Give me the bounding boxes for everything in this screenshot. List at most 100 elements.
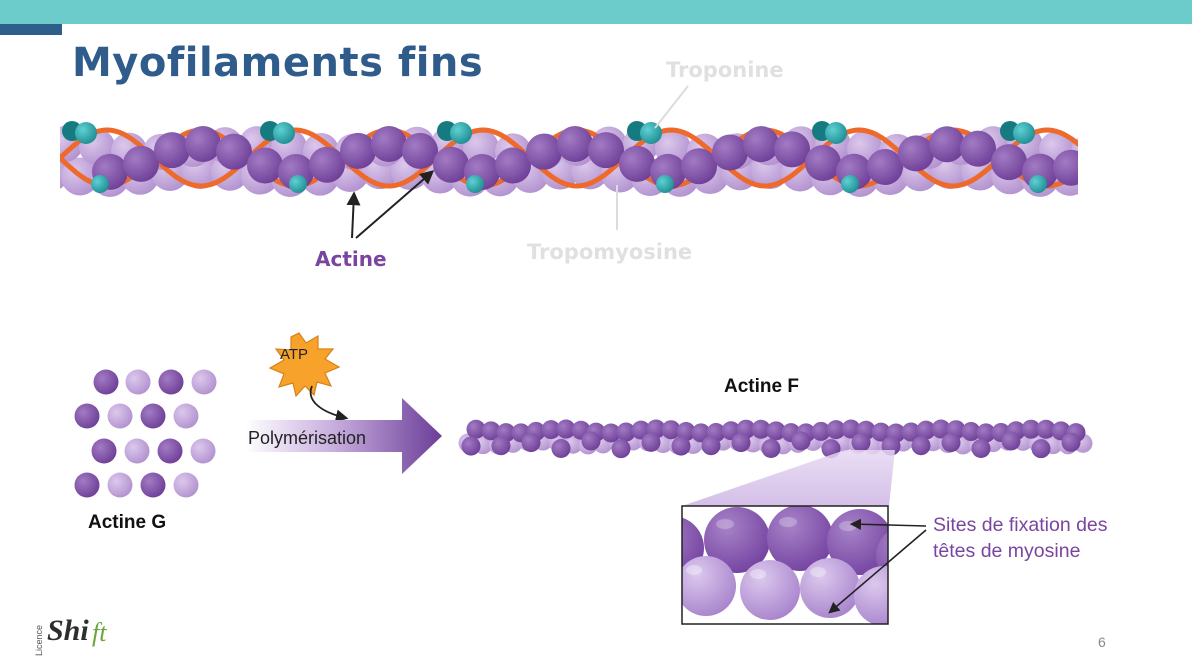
actine-label: Actine [315, 247, 387, 271]
f-actin-dark [641, 432, 661, 452]
atp-arrow [309, 385, 349, 422]
actin-monomer-dark [371, 126, 407, 162]
troponine-pointer [654, 85, 689, 129]
atp-label: ATP [280, 346, 309, 363]
f-actin-dark [581, 431, 601, 451]
actin-monomer-dark [619, 145, 655, 182]
actin-monomer-dark [154, 132, 190, 169]
actin-monomer-dark [495, 147, 531, 184]
actin-monomer-dark [774, 131, 810, 168]
f-actin-dark [601, 423, 621, 443]
troponine-label: Troponine [666, 58, 784, 82]
f-actin-dark [871, 422, 891, 442]
f-actin-dark [671, 436, 691, 456]
actin-monomer-dark [340, 132, 376, 169]
zoom-box [681, 505, 889, 625]
troponin-complexes [62, 121, 1047, 193]
actin-monomer-dark [743, 126, 779, 163]
f-actin-dark [521, 433, 541, 453]
f-actin-dark [941, 433, 961, 453]
g-actin-dark [158, 369, 184, 395]
g-actin-dark [93, 369, 119, 395]
f-actin-dark [751, 419, 771, 439]
troponin-subunit [450, 122, 472, 144]
logo-brand-accent: ft [92, 618, 107, 647]
g-actin-dark [74, 472, 100, 498]
f-actin-dark [551, 439, 571, 459]
troponin-subunit [1013, 122, 1035, 144]
f-actin-dark [541, 420, 561, 440]
atp-burst [268, 332, 341, 398]
f-actin-dark [911, 436, 931, 456]
g-actin-dark [91, 438, 117, 464]
actin-monomer-dark [185, 126, 221, 163]
f-actin-dark [976, 423, 996, 443]
f-actin-dark [961, 422, 981, 442]
troponin-subunit [1029, 175, 1047, 193]
actin-monomer-dark [123, 145, 159, 182]
g-actin-dark [140, 472, 166, 498]
actin-monomer-dark [588, 132, 624, 169]
f-actin-dark [611, 439, 631, 459]
g-actin-dark [157, 438, 183, 464]
page-number: 6 [1098, 634, 1106, 650]
f-actin-dark [761, 439, 781, 459]
actin-monomer-dark [216, 133, 252, 170]
troponin-subunit [75, 122, 97, 144]
f-actin-dark [1021, 419, 1041, 439]
f-actin-dark [901, 422, 921, 442]
f-actin-dark [676, 422, 696, 442]
troponin-subunit [825, 122, 847, 144]
f-actin-dark [1061, 432, 1081, 452]
f-actin-dark [791, 431, 811, 451]
actin-monomer-dark [433, 146, 469, 183]
actin-monomer-dark [960, 130, 996, 167]
f-actin-dark [461, 436, 481, 456]
f-actin-dark [1001, 431, 1021, 451]
f-actin-dark [691, 423, 711, 443]
g-actin-dark [140, 403, 166, 429]
f-actin-dark [491, 436, 511, 456]
f-actin-dark [851, 432, 871, 452]
troponin-subunit [466, 175, 484, 193]
actine-g-label: Actine G [88, 512, 167, 533]
polymerisation-arrow [245, 398, 442, 474]
header-bar [0, 0, 1192, 24]
header-accent [0, 24, 62, 35]
actin-monomer-dark [526, 133, 562, 170]
actin-monomer-dark [681, 148, 717, 185]
binding-site-pointer-1 [849, 518, 927, 530]
g-actin-light [173, 403, 199, 429]
g-actin-light [191, 369, 217, 395]
f-actin-dark [616, 422, 636, 442]
logo-brand-main: Shi [47, 614, 89, 647]
g-actin-dark [74, 403, 100, 429]
f-actin-dark [701, 436, 721, 456]
polymerisation-label: Polymérisation [248, 428, 367, 448]
actin-monomer-dark [805, 145, 841, 182]
thin-filament [60, 121, 1078, 197]
actin-strand-front [92, 126, 1078, 190]
actine-pointer-2 [355, 170, 435, 239]
f-actin-dark [826, 420, 846, 440]
f-actin-dark [661, 420, 681, 440]
binding-sites-label: Sites de fixation des têtes de myosine [933, 514, 1108, 562]
actin-monomer-dark [309, 146, 345, 183]
g-actin-light [125, 369, 151, 395]
f-actin-dark [1036, 419, 1056, 439]
troponin-subunit [841, 175, 859, 193]
actin-monomer-dark [898, 135, 934, 172]
actin-monomer-dark [991, 144, 1027, 181]
troponin-subunit [289, 175, 307, 193]
actine-g-monomers [74, 369, 217, 498]
logo-licence-text: Licence [34, 624, 44, 656]
troponin-subunit [656, 175, 674, 193]
actin-monomer-dark [712, 134, 748, 171]
slide-title: Myofilaments fins [72, 40, 484, 86]
actin-monomer-dark [1053, 149, 1078, 186]
actin-monomer-dark [247, 147, 283, 184]
f-actin-dark [971, 439, 991, 459]
actine-f-label: Actine F [724, 376, 799, 397]
actin-monomer-dark [402, 132, 438, 169]
